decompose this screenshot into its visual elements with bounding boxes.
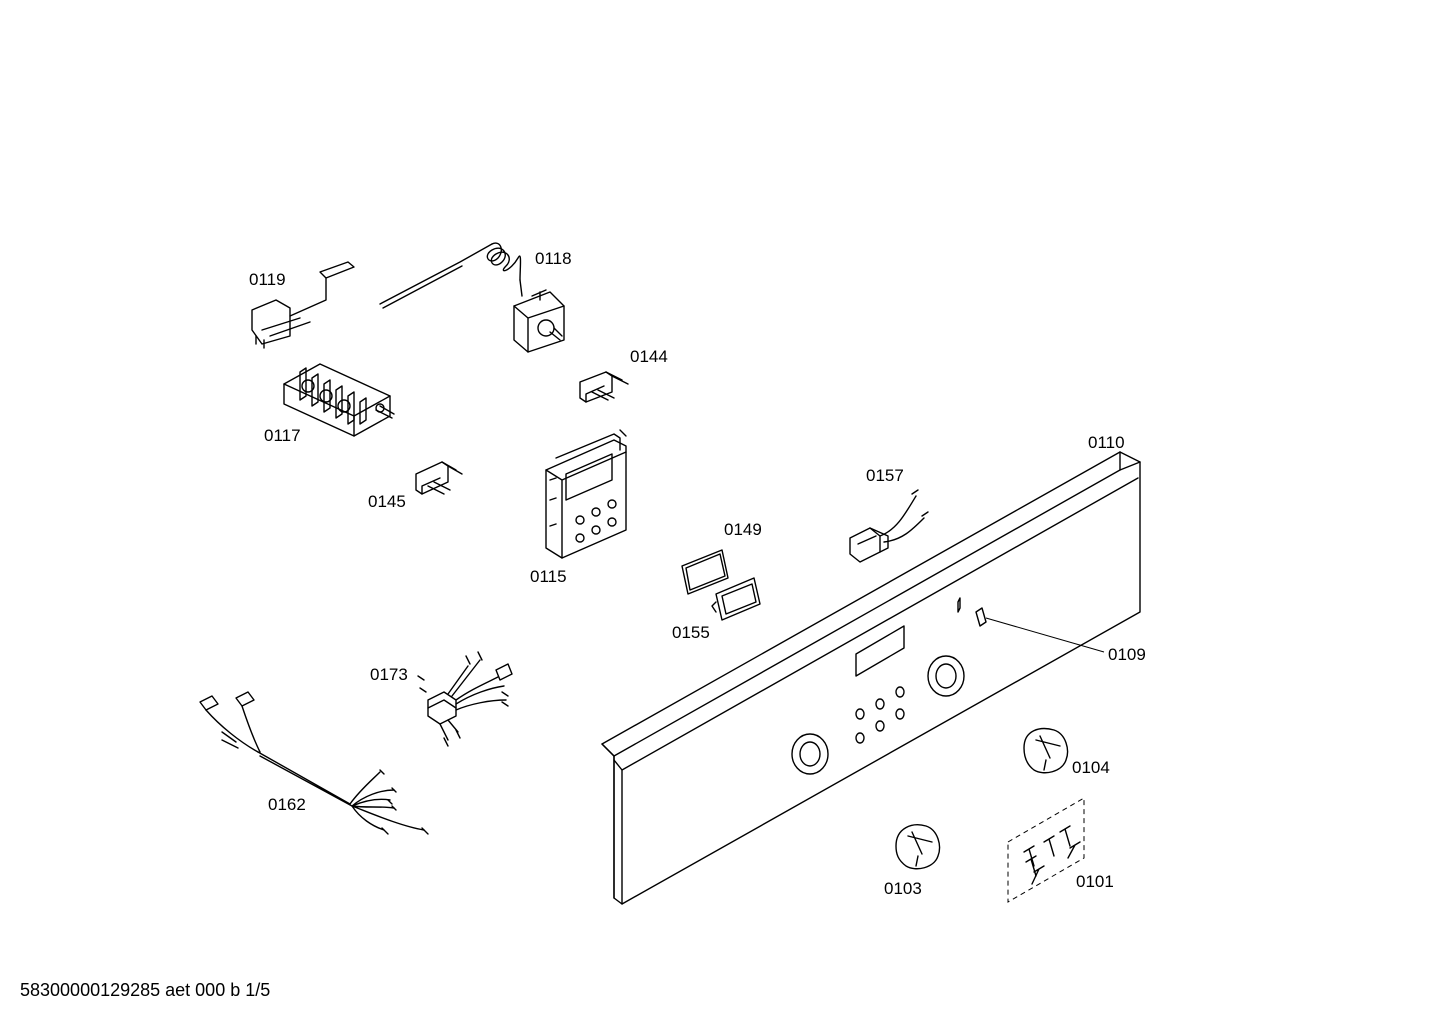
- label-0110: 0110: [1088, 433, 1125, 452]
- label-0149: 0149: [724, 520, 762, 539]
- part-0145-bracket[interactable]: [415, 461, 463, 495]
- part-0103-knob[interactable]: [895, 824, 941, 870]
- part-0155-gasket[interactable]: [711, 577, 761, 621]
- label-0103: 0103: [884, 879, 922, 898]
- part-0104-knob[interactable]: [1023, 727, 1069, 774]
- part-0144-bracket[interactable]: [579, 371, 629, 403]
- label-0155: 0155: [672, 623, 710, 642]
- part-0117-selector-switch[interactable]: [283, 363, 395, 437]
- label-0162: 0162: [268, 795, 306, 814]
- part-0115-electronic-module[interactable]: [545, 429, 627, 559]
- label-0173: 0173: [370, 665, 408, 684]
- label-0118: 0118: [535, 249, 572, 268]
- part-0149-window[interactable]: [681, 549, 729, 595]
- label-0104: 0104: [1072, 758, 1110, 777]
- part-0157-switch[interactable]: [849, 489, 929, 563]
- label-0157: 0157: [866, 466, 904, 485]
- label-0117: 0117: [264, 426, 301, 445]
- part-0118-thermostat[interactable]: [379, 242, 565, 353]
- label-0144: 0144: [630, 347, 668, 366]
- part-0101-screws[interactable]: [1007, 797, 1085, 903]
- part-0109-light-pipe[interactable]: [975, 607, 1105, 653]
- label-0101: 0101: [1076, 872, 1114, 891]
- part-0119-bracket[interactable]: [251, 261, 355, 349]
- label-0119: 0119: [249, 270, 286, 289]
- part-0162-harness[interactable]: [199, 691, 429, 835]
- label-0115: 0115: [530, 567, 567, 586]
- part-0173-harness[interactable]: [417, 651, 513, 747]
- label-0145: 0145: [368, 492, 406, 511]
- document-id-footer: 58300000129285 aet 000 b 1/5: [20, 980, 271, 1000]
- label-0109: 0109: [1108, 645, 1146, 664]
- part-0110-control-panel[interactable]: [601, 451, 1141, 905]
